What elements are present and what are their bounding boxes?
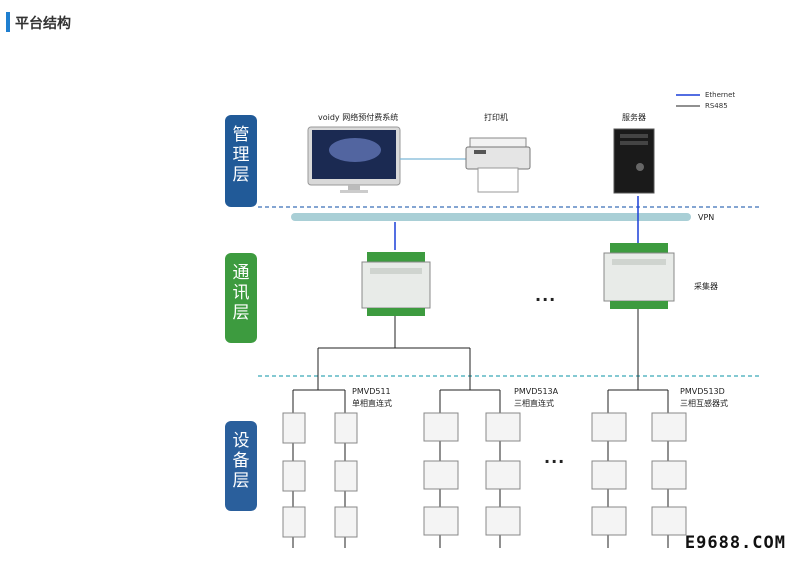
meter-icon — [591, 412, 627, 442]
layer-management: 管理层 — [225, 115, 257, 207]
legend-ethernet: Ethernet — [705, 91, 736, 99]
meter-icon — [485, 506, 521, 536]
meter-icon — [282, 506, 306, 538]
computer-icon — [307, 126, 401, 193]
collector-ellipsis: ··· — [535, 290, 557, 309]
computer-label: voidy 网络预付费系统 — [318, 113, 399, 122]
page-title: 平台结构 — [15, 16, 71, 32]
vpn-label: VPN — [698, 213, 715, 222]
meter-icon — [334, 460, 358, 492]
meter-icon — [334, 506, 358, 538]
collector-icon — [603, 243, 675, 309]
meter-icon — [591, 506, 627, 536]
meter-group-three-phase-ct — [591, 412, 687, 536]
meter-icon — [423, 506, 459, 536]
server-icon — [613, 128, 655, 194]
meter-icon — [282, 460, 306, 492]
meter-icon — [485, 460, 521, 490]
watermark: E9688.COM — [684, 533, 786, 553]
meter-model: PMVD513D — [680, 387, 725, 396]
layer-communication: 通讯层 — [225, 253, 257, 343]
meter-icon — [423, 460, 459, 490]
printer-label: 打印机 — [484, 113, 508, 122]
meter-icon — [485, 412, 521, 442]
meter-model: PMVD511 — [352, 387, 391, 396]
meter-group-three-phase-direct — [423, 412, 521, 536]
header-accent-bar — [6, 12, 10, 32]
legend-rs485: RS485 — [705, 102, 728, 110]
meter-icon — [651, 412, 687, 442]
meter-icon — [282, 412, 306, 444]
meter-icon — [591, 460, 627, 490]
layer-device: 设备层 — [225, 421, 257, 511]
meter-model: PMVD513A — [514, 387, 559, 396]
meter-icon — [651, 506, 687, 536]
meter-desc: 三相互感器式 — [680, 399, 728, 408]
meter-group-single-phase — [282, 412, 358, 538]
meter-icon — [423, 412, 459, 442]
server-label: 服务器 — [622, 113, 646, 122]
meter-desc: 三相直连式 — [514, 399, 554, 408]
meter-icon — [334, 412, 358, 444]
printer-icon — [465, 137, 531, 193]
collector-icon — [361, 252, 431, 316]
meter-desc: 单相直连式 — [352, 399, 392, 408]
meter-icon — [651, 460, 687, 490]
collector-label: 采集器 — [694, 282, 718, 291]
meter-ellipsis: ··· — [544, 452, 566, 471]
vpn-bar — [291, 213, 691, 221]
